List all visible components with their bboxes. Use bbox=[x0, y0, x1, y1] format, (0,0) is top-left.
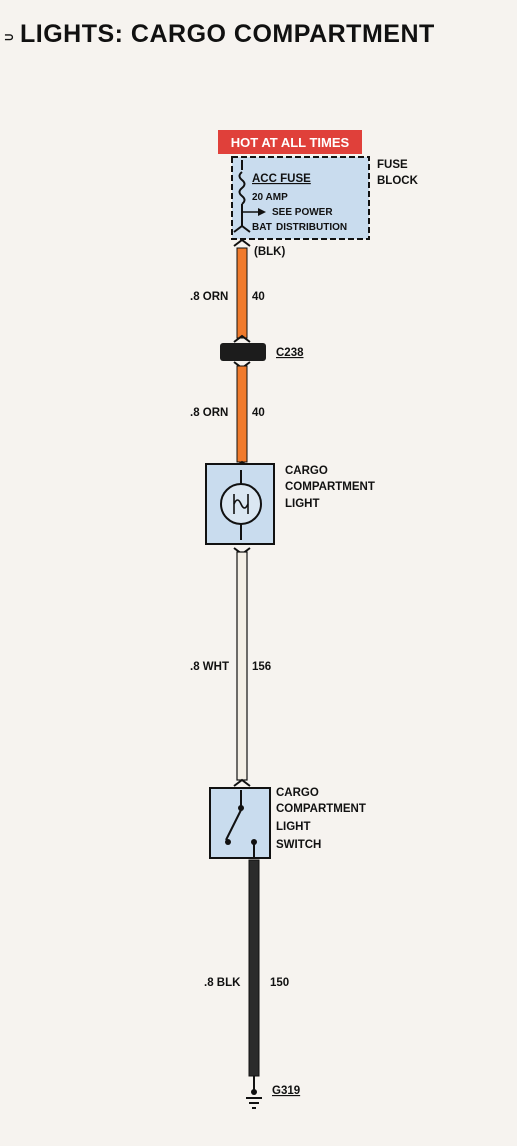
connector-c238 bbox=[220, 334, 266, 370]
switch-label-3: LIGHT bbox=[276, 821, 311, 833]
top-connector-label: (BLK) bbox=[254, 246, 285, 258]
see-power-line1: SEE POWER bbox=[272, 207, 333, 218]
fuse-symbol bbox=[233, 160, 266, 233]
hot-banner-label: HOT AT ALL TIMES bbox=[231, 135, 350, 150]
fuse-block bbox=[231, 156, 370, 240]
wire-3-circuit: 156 bbox=[252, 661, 271, 673]
see-power-line2: DISTRIBUTION bbox=[276, 222, 347, 233]
fuse-block-terminal bbox=[233, 238, 251, 247]
bat-label: BAT bbox=[252, 222, 272, 233]
wire-2-circuit: 40 bbox=[252, 407, 265, 419]
fuse-block-label-1: FUSE bbox=[377, 159, 408, 171]
page-title: LIGHTS: CARGO COMPARTMENT bbox=[20, 20, 435, 48]
cargo-light-switch bbox=[209, 778, 271, 859]
wire-1-circuit: 40 bbox=[252, 291, 265, 303]
fuse-block-label-2: BLOCK bbox=[377, 175, 419, 187]
light-label-2: COMPARTMENT bbox=[285, 481, 375, 493]
light-label-3: LIGHT bbox=[285, 498, 320, 510]
wire-4-circuit: 150 bbox=[270, 977, 289, 989]
wire-3-size: .8 WHT bbox=[190, 661, 229, 673]
switch-label-1: CARGO bbox=[276, 787, 319, 799]
page-marker: ⊃ bbox=[4, 30, 15, 44]
ground-label: G319 bbox=[272, 1085, 300, 1097]
fuse-name: ACC FUSE bbox=[252, 173, 311, 185]
hot-banner bbox=[218, 130, 362, 154]
wire-1-size: .8 ORN bbox=[190, 291, 228, 303]
switch-label-2: COMPARTMENT bbox=[276, 803, 366, 815]
wire-orange-1 bbox=[236, 247, 248, 339]
wire-orange-2 bbox=[236, 365, 248, 463]
wire-2-size: .8 ORN bbox=[190, 407, 228, 419]
fuse-rating: 20 AMP bbox=[252, 192, 288, 203]
switch-label-4: SWITCH bbox=[276, 839, 321, 851]
wire-black bbox=[248, 859, 260, 1077]
cargo-light bbox=[205, 460, 275, 556]
connector-c238-label: C238 bbox=[276, 347, 304, 359]
wire-white bbox=[236, 551, 248, 781]
wire-4-size: .8 BLK bbox=[204, 977, 241, 989]
ground-symbol bbox=[246, 1076, 262, 1109]
light-label-1: CARGO bbox=[285, 465, 328, 477]
